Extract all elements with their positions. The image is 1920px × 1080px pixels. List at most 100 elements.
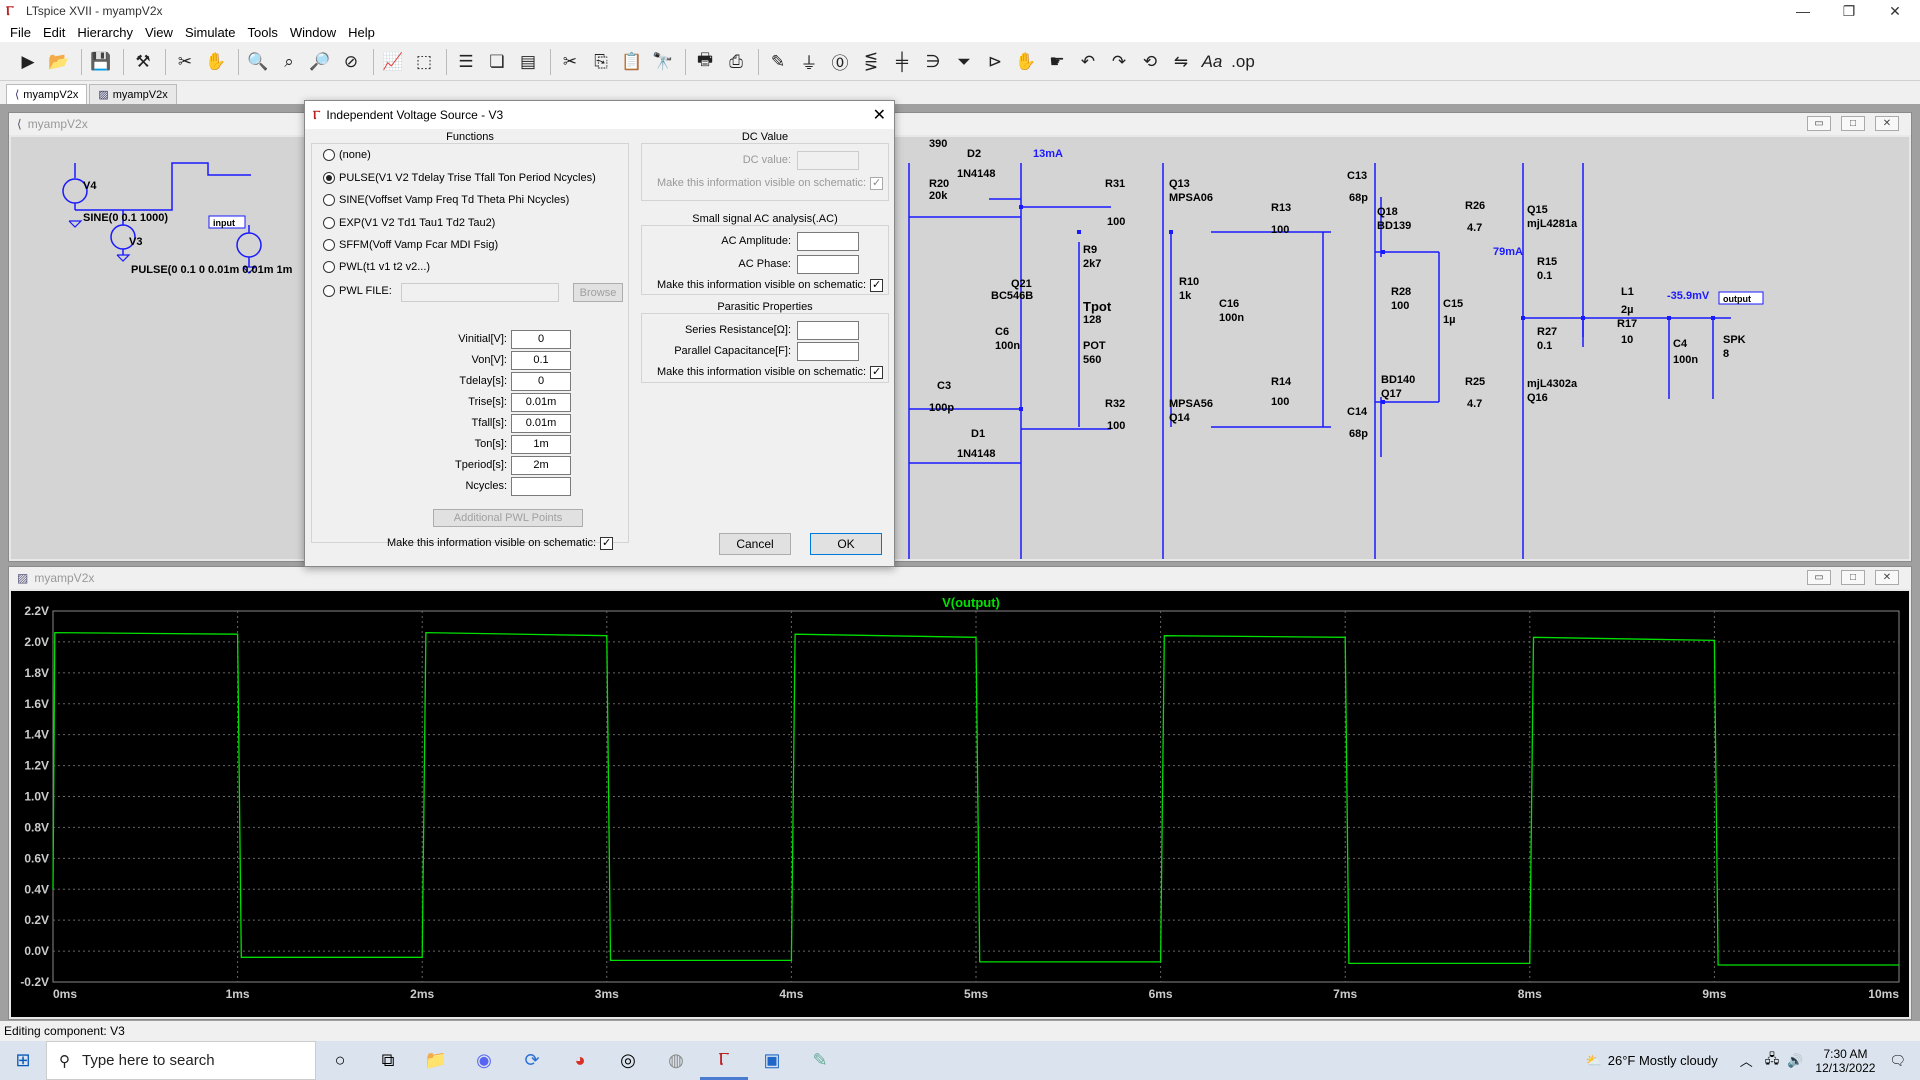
weather-text[interactable]: 26°F Mostly cloudy xyxy=(1607,1053,1718,1068)
halt-icon[interactable]: ✂ xyxy=(177,51,193,71)
close-icon[interactable]: ✕ xyxy=(872,107,886,124)
draw-wire-icon[interactable]: ✎ xyxy=(770,51,786,71)
radio-sine[interactable] xyxy=(323,194,335,206)
menu-simulate[interactable]: Simulate xyxy=(184,24,236,40)
menu-window[interactable]: Window xyxy=(289,24,337,40)
taskbar-search[interactable]: ⚲ Type here to search xyxy=(46,1041,316,1080)
tdelay-input[interactable]: 0 xyxy=(511,371,571,391)
restore-button[interactable]: ❐ xyxy=(1842,2,1856,19)
autorange-icon[interactable]: 📈 xyxy=(382,51,404,71)
browse-button[interactable]: Browse xyxy=(573,283,623,302)
mirror-icon[interactable]: ⇋ xyxy=(1173,51,1189,71)
menu-tools[interactable]: Tools xyxy=(247,24,278,40)
diode-icon[interactable]: ⏷ xyxy=(957,51,971,71)
save-icon[interactable]: 💾 xyxy=(90,51,112,71)
maximize-button[interactable]: □ xyxy=(1841,570,1865,585)
function-exp[interactable]: EXP(V1 V2 Td1 Tau1 Td2 Tau2) xyxy=(323,215,495,231)
ncycles-input[interactable] xyxy=(511,476,571,496)
run-icon[interactable]: ▶ xyxy=(21,51,35,71)
minimize-button[interactable]: ▭ xyxy=(1807,116,1831,131)
cancel-button[interactable]: Cancel xyxy=(719,533,791,555)
ground-icon[interactable]: ⏚ xyxy=(800,54,818,73)
menu-view[interactable]: View xyxy=(144,24,173,40)
drag-icon[interactable]: ☛ xyxy=(1049,51,1065,71)
parallel-capacitance-input[interactable] xyxy=(797,341,859,361)
zoom-extent-icon[interactable]: ⬚ xyxy=(415,51,433,71)
function-none[interactable]: (none) xyxy=(323,147,371,163)
notification-icon[interactable]: 🗨 xyxy=(1889,1052,1906,1068)
menu-help[interactable]: Help xyxy=(348,24,375,40)
move-icon[interactable]: ✋ xyxy=(1015,51,1037,71)
network-icon[interactable]: 🖧 xyxy=(1764,1050,1780,1066)
zoom-fit-icon[interactable]: ⌕ xyxy=(284,51,294,71)
windows-start-icon[interactable]: ⊞ xyxy=(15,1050,31,1070)
label-net-icon[interactable]: ⓪ xyxy=(831,54,849,73)
spice-directive-icon[interactable]: .op xyxy=(1231,51,1255,71)
tfall-input[interactable]: 0.01m xyxy=(511,413,571,433)
inductor-icon[interactable]: ∋ xyxy=(925,51,941,71)
additional-pwl-points-button[interactable]: Additional PWL Points xyxy=(433,509,583,527)
photos-icon[interactable]: ▣ xyxy=(763,1050,781,1070)
discord-icon[interactable]: ◉ xyxy=(476,1050,492,1070)
disk-app-icon[interactable]: ◍ xyxy=(668,1050,684,1070)
capacitor-icon[interactable]: ╪ xyxy=(895,51,909,71)
radio-none[interactable] xyxy=(323,149,335,161)
minimize-button[interactable]: — xyxy=(1796,3,1810,19)
dc-visible-checkbox[interactable]: ✓ xyxy=(870,176,884,190)
zoom-cancel-icon[interactable]: ⊘ xyxy=(343,51,359,71)
pan-hand-icon[interactable]: ✋ xyxy=(205,51,227,71)
pwl-file-input[interactable] xyxy=(401,283,559,302)
radio-exp[interactable] xyxy=(323,217,335,229)
tab-waveform[interactable]: ▨ myampV2x xyxy=(89,84,177,104)
function-pulse[interactable]: PULSE(V1 V2 Tdelay Trise Tfall Ton Perio… xyxy=(323,170,596,186)
volume-icon[interactable]: 🔊 xyxy=(1787,1052,1804,1068)
ac-amplitude-input[interactable] xyxy=(797,231,859,251)
close-window-button[interactable]: ✕ xyxy=(1889,2,1901,19)
control-panel-icon[interactable]: ⚒ xyxy=(135,51,151,71)
task-view-icon[interactable]: ⧉ xyxy=(381,1050,395,1070)
tperiod-input[interactable]: 2m xyxy=(511,455,571,475)
menu-edit[interactable]: Edit xyxy=(42,24,66,40)
paste-icon[interactable]: 📋 xyxy=(621,51,643,71)
radio-pwl-file[interactable] xyxy=(323,285,335,297)
find-icon[interactable]: 🔭 xyxy=(652,51,674,71)
ltspice-taskbar-icon[interactable]: Ⲅ xyxy=(700,1041,748,1080)
series-resistance-input[interactable] xyxy=(797,320,859,340)
chrome-icon[interactable]: ◕ xyxy=(574,1050,586,1070)
cortana-icon[interactable]: ○ xyxy=(334,1050,346,1070)
menu-hierarchy[interactable]: Hierarchy xyxy=(77,24,133,40)
maximize-button[interactable]: □ xyxy=(1841,116,1865,131)
ac-visible-checkbox[interactable]: ✓ xyxy=(870,278,884,292)
tab-schematic[interactable]: ⟨ myampV2x xyxy=(6,84,88,104)
radio-sffm[interactable] xyxy=(323,239,335,251)
zoom-out-icon[interactable]: 🔎 xyxy=(309,51,331,71)
ac-phase-input[interactable] xyxy=(797,254,859,274)
text-icon[interactable]: Aa xyxy=(1201,51,1223,71)
schematic-canvas[interactable]: V4 SINE(0 0.1 1000) V3 PULSE(0 0.1 0 0.0… xyxy=(11,137,1909,559)
dc-value-input[interactable] xyxy=(797,150,859,170)
von-input[interactable]: 0.1 xyxy=(511,350,571,370)
ton-input[interactable]: 1m xyxy=(511,434,571,454)
vinitial-input[interactable]: 0 xyxy=(511,329,571,349)
trise-input[interactable]: 0.01m xyxy=(511,392,571,412)
copy-icon[interactable]: ⎘ xyxy=(594,51,608,71)
ok-button[interactable]: OK xyxy=(810,533,882,555)
radio-pulse[interactable] xyxy=(323,172,335,184)
resistor-icon[interactable]: ⋚ xyxy=(863,51,879,71)
open-folder-icon[interactable]: 📂 xyxy=(48,51,70,71)
redo-icon[interactable]: ↷ xyxy=(1111,51,1127,71)
function-sffm[interactable]: SFFM(Voff Vamp Fcar MDI Fsig) xyxy=(323,237,498,253)
cut-icon[interactable]: ✂ xyxy=(562,51,578,71)
cascade-icon[interactable]: ❏ xyxy=(489,51,505,71)
functions-visible-checkbox[interactable]: ✓ xyxy=(600,536,614,550)
close-button[interactable]: ✕ xyxy=(1875,570,1899,585)
close-button[interactable]: ✕ xyxy=(1875,116,1899,131)
file-explorer-icon[interactable]: 📁 xyxy=(424,1050,448,1070)
print-icon[interactable]: 🖶 xyxy=(696,50,714,69)
print-setup-icon[interactable]: ⎙ xyxy=(729,51,743,71)
parasitic-visible-checkbox[interactable]: ✓ xyxy=(870,365,884,379)
minimize-button[interactable]: ▭ xyxy=(1807,570,1831,585)
function-sine[interactable]: SINE(Voffset Vamp Freq Td Theta Phi Ncyc… xyxy=(323,192,569,208)
tile-vertical-icon[interactable]: ▤ xyxy=(519,51,537,71)
